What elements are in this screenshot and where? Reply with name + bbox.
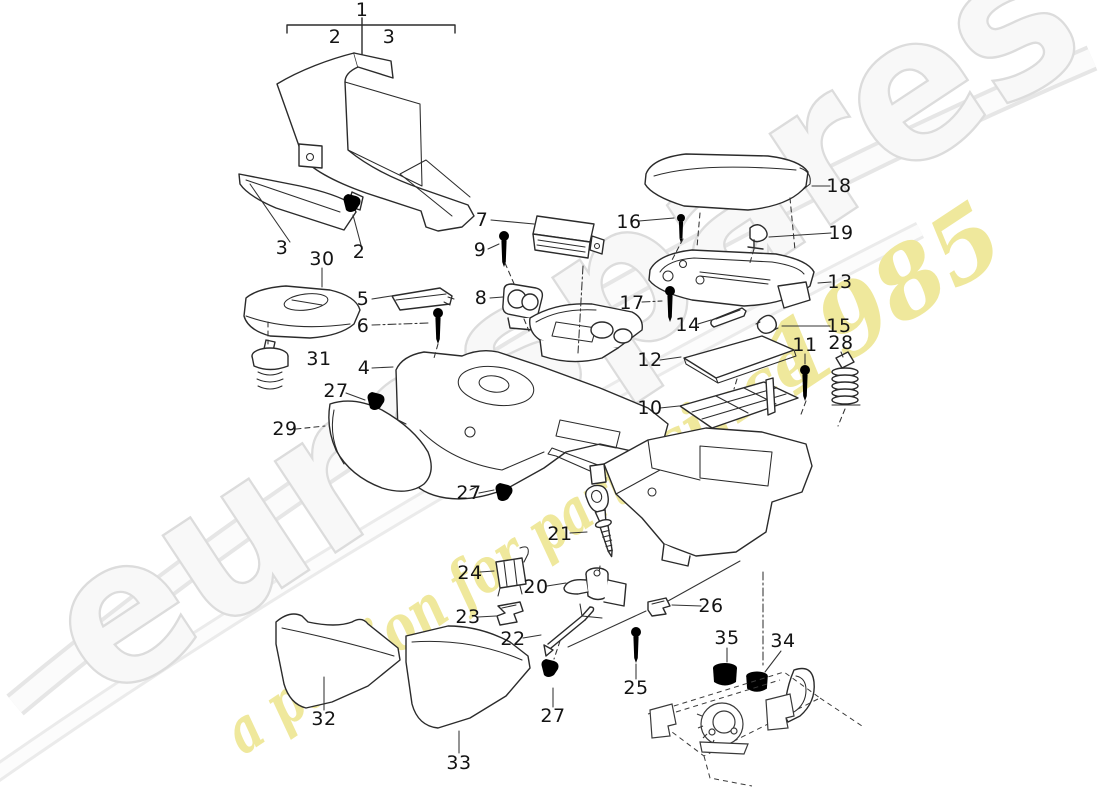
callout-3: 3 — [382, 26, 396, 48]
part-clip-15 — [755, 314, 779, 335]
part-insert-tray — [679, 377, 799, 429]
callout-32: 32 — [311, 708, 337, 730]
part-console-lower-body — [547, 427, 813, 567]
callout-34: 34 — [770, 630, 796, 652]
callout-19: 19 — [828, 222, 854, 244]
part-clip-23 — [496, 601, 524, 626]
callout-18: 18 — [826, 175, 852, 197]
part-pivot-pin — [747, 224, 768, 250]
part-damper-pin — [710, 307, 747, 328]
part-trim-strip — [238, 173, 357, 231]
callout-2: 2 — [328, 26, 342, 48]
callout-13: 13 — [827, 271, 853, 293]
callout-16: 16 — [616, 211, 642, 233]
callout-9: 9 — [473, 239, 487, 261]
callout-4: 4 — [357, 357, 371, 379]
dimension-bracket — [286, 17, 456, 58]
callout-29: 29 — [272, 418, 298, 440]
callout-20: 20 — [523, 576, 549, 598]
callout-27: 27 — [456, 482, 482, 504]
callout-17: 17 — [619, 292, 645, 314]
callout-5: 5 — [356, 288, 370, 310]
callout-10: 10 — [637, 397, 663, 419]
mechanism-reference — [646, 671, 863, 787]
part-ashtray — [532, 215, 605, 259]
part-side-panel-oval — [328, 400, 432, 492]
callout-28: 28 — [828, 332, 854, 354]
callout-30: 30 — [309, 248, 335, 270]
part-armrest-base — [648, 249, 815, 309]
callout-25: 25 — [623, 677, 649, 699]
part-mat — [683, 335, 797, 384]
leader-lines — [249, 183, 846, 754]
part-clip-26 — [647, 597, 671, 617]
callout-22: 22 — [500, 628, 526, 650]
callout-1: 1 — [355, 0, 369, 21]
part-bracket-24 — [495, 546, 529, 597]
callout-6: 6 — [356, 315, 370, 337]
callout-23: 23 — [455, 606, 481, 628]
part-cover-plate — [391, 287, 455, 311]
part-side-cover-33 — [405, 625, 531, 729]
callout-3: 3 — [275, 237, 289, 259]
part-handbrake-boot — [243, 285, 361, 339]
callout-14: 14 — [675, 314, 701, 336]
callout-26: 26 — [698, 595, 724, 617]
callout-27: 27 — [323, 380, 349, 402]
part-console-rear-shell — [276, 52, 475, 232]
callout-7: 7 — [475, 209, 489, 231]
part-spring-sleeve — [831, 351, 861, 406]
part-console-tray — [529, 303, 643, 363]
callout-12: 12 — [637, 349, 663, 371]
callout-27: 27 — [540, 705, 566, 727]
parts-artwork — [238, 17, 861, 729]
part-armrest-lid — [644, 153, 811, 211]
part-lock-mechanism — [563, 567, 627, 619]
callout-21: 21 — [547, 523, 573, 545]
part-side-cover-32 — [275, 613, 401, 709]
callout-24: 24 — [457, 562, 483, 584]
callout-33: 33 — [446, 752, 472, 774]
part-key — [585, 484, 613, 558]
callout-2: 2 — [352, 241, 366, 263]
part-grommet-spring — [251, 339, 289, 390]
callout-31: 31 — [306, 348, 332, 370]
callout-8: 8 — [474, 287, 488, 309]
part-rod-22 — [543, 606, 595, 657]
callout-15: 15 — [826, 315, 852, 337]
callout-11: 11 — [792, 334, 818, 356]
callout-35: 35 — [714, 627, 740, 649]
